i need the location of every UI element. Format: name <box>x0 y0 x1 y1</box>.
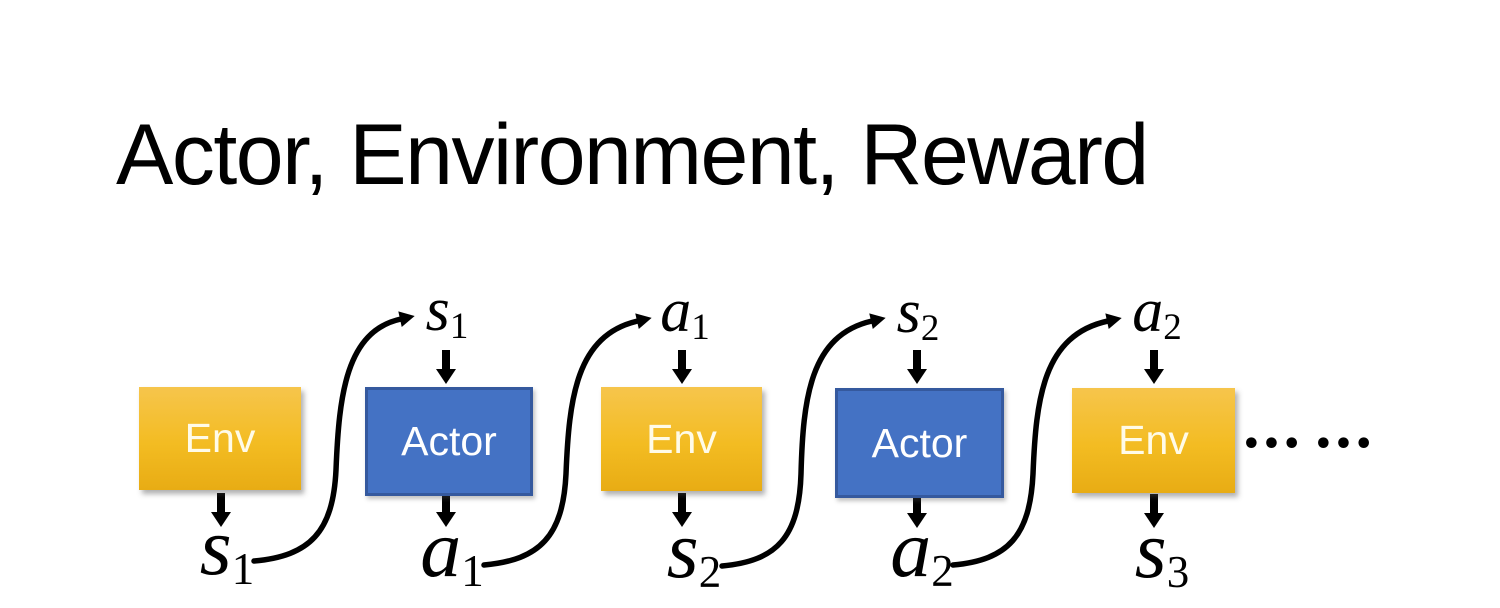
curve-s2-bottom-to-top <box>719 313 886 569</box>
label-a1-bottom: a1 <box>420 503 484 596</box>
label-a2-top: a2 <box>1132 277 1182 348</box>
box-env-2: Env <box>601 387 762 491</box>
slide-title: Actor, Environment, Reward <box>116 107 1149 203</box>
curve-a1-bottom-to-top <box>481 313 652 568</box>
box-actor-2: Actor <box>835 388 1004 498</box>
label-s3-bottom: s3 <box>1135 504 1189 597</box>
label-a1-top: a1 <box>660 277 710 348</box>
label-s2-bottom: s2 <box>667 504 721 597</box>
curve-a2-bottom-to-top <box>950 313 1122 568</box>
box-env-3-label: Env <box>1118 417 1189 463</box>
box-env-1: Env <box>139 387 301 490</box>
box-actor-1-label: Actor <box>401 418 497 464</box>
box-actor-1: Actor <box>365 387 533 496</box>
box-env-2-label: Env <box>646 415 717 462</box>
label-s1-bottom: s1 <box>200 501 254 594</box>
curve-s1-bottom-to-top <box>251 311 415 564</box>
label-a2-bottom: a2 <box>890 503 954 596</box>
box-actor-2-label: Actor <box>871 419 968 466</box>
ellipsis-dots: ••• ••• <box>1242 427 1375 462</box>
box-env-3: Env <box>1072 388 1235 493</box>
label-s1-top: s1 <box>426 276 469 347</box>
box-env-1-label: Env <box>184 415 256 461</box>
label-s2-top: s2 <box>897 278 940 349</box>
